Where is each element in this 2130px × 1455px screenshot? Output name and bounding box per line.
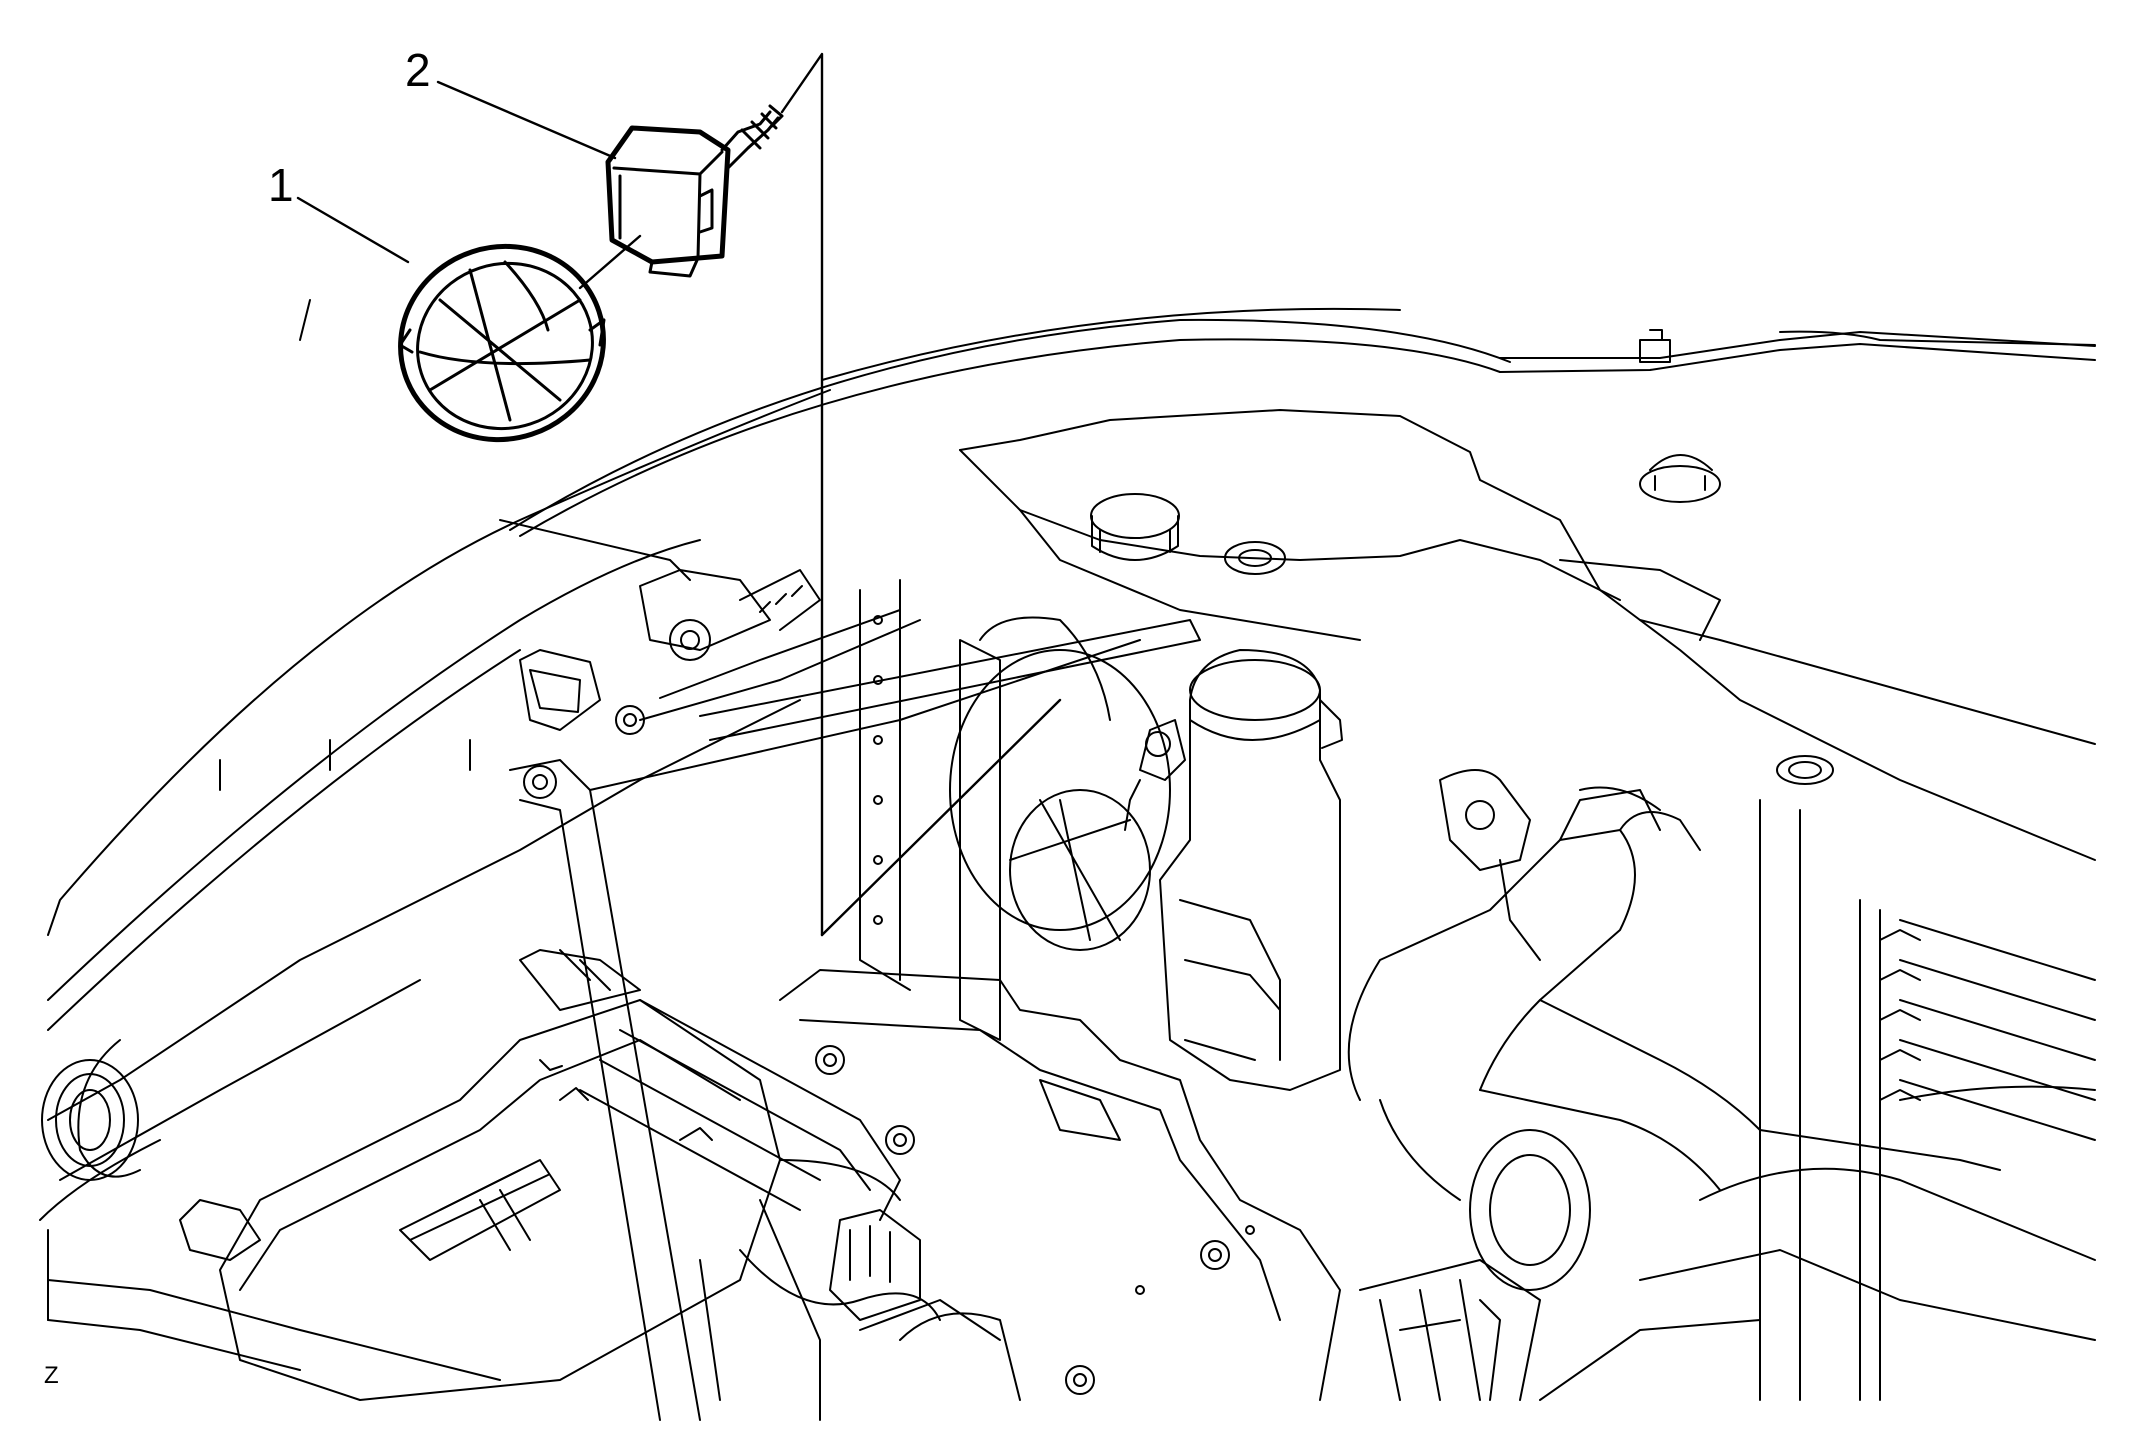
callout-number-1: 1 [268, 159, 294, 211]
upper-radiator-hose [1349, 790, 2000, 1200]
sensor-cover-part [375, 220, 628, 466]
hood-and-fenders [48, 309, 2095, 1030]
center-tray [780, 970, 1340, 1400]
sensor-module-part [608, 106, 782, 276]
strut-cap [1091, 494, 1179, 560]
cowl-brackets [616, 570, 920, 734]
lower-cross-member [580, 1000, 1020, 1420]
figure-code: Z [44, 1362, 59, 1389]
hood-edge [300, 300, 310, 340]
leader-lines [298, 54, 1060, 935]
callout-number-2: 2 [405, 44, 431, 96]
right-side-components [1440, 770, 2095, 1400]
coolant-reservoir [1125, 650, 1342, 1090]
front-lower-area [48, 1260, 1540, 1400]
radiator-support [700, 580, 1200, 1040]
left-apron [40, 650, 800, 1320]
cowl-panel [960, 410, 2095, 860]
air-box [220, 950, 780, 1400]
connector-block [830, 1210, 920, 1320]
